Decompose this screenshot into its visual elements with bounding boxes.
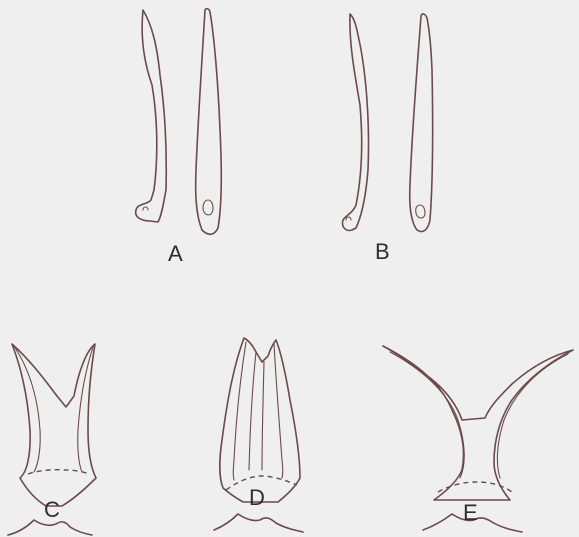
label-c: C — [44, 497, 60, 523]
panel-e-spines — [383, 346, 573, 532]
label-e: E — [463, 500, 478, 526]
panel-b-front-view — [410, 14, 433, 232]
label-b: B — [375, 239, 390, 265]
panel-a-front-view — [196, 9, 222, 235]
label-a: A — [168, 241, 183, 267]
panel-b-side-view — [343, 14, 369, 230]
panel-a-side-view — [136, 10, 167, 222]
label-d: D — [249, 485, 265, 511]
